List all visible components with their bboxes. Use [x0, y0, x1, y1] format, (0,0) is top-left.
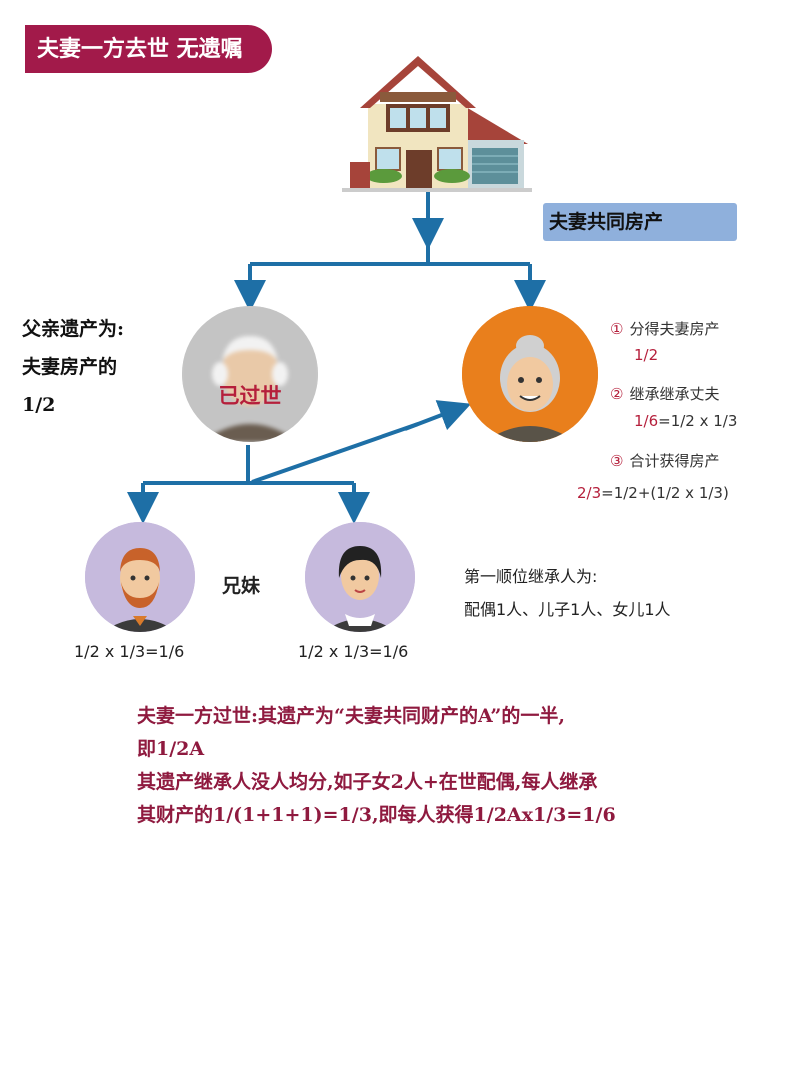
- mother-step-3-value: 2/3=1/2+(1/2 x 1/3): [577, 484, 729, 502]
- son-icon: [85, 522, 195, 632]
- mother-step-2: ② 继承继承丈夫: [610, 383, 719, 404]
- step-value-rest: =1/2 x 1/3: [658, 412, 738, 430]
- house-icon: [342, 56, 532, 192]
- father-icon: [182, 306, 318, 442]
- mother-step-1: ① 分得夫妻房产: [610, 318, 719, 339]
- step-text: 继承继承丈夫: [629, 385, 720, 403]
- deceased-status-label: 已过世: [218, 383, 282, 408]
- step-number: ③: [610, 452, 624, 470]
- mother-step-2-value: 1/6=1/2 x 1/3: [634, 412, 737, 430]
- shared-property-label: 夫妻共同房产: [543, 203, 737, 241]
- mother-avatar: [462, 306, 598, 442]
- summary-line: 夫妻一方过世:其遗产为“夫妻共同财产的A”的一半,: [137, 705, 565, 727]
- summary-line: 即1/2A: [137, 738, 205, 760]
- mother-step-3: ③ 合计获得房产: [610, 450, 719, 471]
- mother-step-1-value: 1/2: [634, 346, 658, 364]
- step-number: ②: [610, 385, 624, 403]
- step-value-red: 1/2: [634, 346, 659, 364]
- son-share: 1/2 x 1/3=1/6: [74, 642, 185, 661]
- siblings-label: 兄妹: [222, 575, 261, 597]
- daughter-avatar: [305, 522, 415, 632]
- father-note-line: 父亲遗产为:: [22, 318, 125, 340]
- summary-text: 夫妻一方过世:其遗产为“夫妻共同财产的A”的一半, 即1/2A 其遗产继承人没人…: [137, 700, 767, 832]
- summary-line: 其财产的1/(1+1+1)=1/3,即每人获得1/2Ax1/3=1/6: [137, 804, 616, 826]
- order-note-line: 配偶1人、儿子1人、女儿1人: [464, 600, 671, 619]
- step-text: 分得夫妻房产: [629, 320, 720, 338]
- order-note-line: 第一顺位继承人为:: [464, 567, 598, 586]
- step-value-red: 1/6: [634, 412, 659, 430]
- first-order-heirs-note: 第一顺位继承人为: 配偶1人、儿子1人、女儿1人: [464, 560, 671, 626]
- step-text: 合计获得房产: [629, 452, 720, 470]
- page-title: 夫妻一方去世 无遗嘱: [25, 25, 272, 73]
- father-note-line: 夫妻房产的: [22, 356, 118, 378]
- father-avatar: [182, 306, 318, 442]
- mother-icon: [462, 306, 598, 442]
- step-value-red: 2/3: [577, 484, 602, 502]
- daughter-share: 1/2 x 1/3=1/6: [298, 642, 409, 661]
- arrow-father-to-mother-2: [404, 400, 472, 431]
- son-avatar: [85, 522, 195, 632]
- step-value-rest: =1/2+(1/2 x 1/3): [601, 484, 729, 502]
- arrow-father-to-mother-1: [251, 422, 419, 484]
- step-number: ①: [610, 320, 624, 338]
- daughter-icon: [305, 522, 415, 632]
- father-estate-note: 父亲遗产为: 夫妻房产的 1/2: [22, 310, 192, 424]
- father-note-line: 1/2: [22, 394, 56, 416]
- summary-line: 其遗产继承人没人均分,如子女2人+在世配偶,每人继承: [137, 771, 598, 793]
